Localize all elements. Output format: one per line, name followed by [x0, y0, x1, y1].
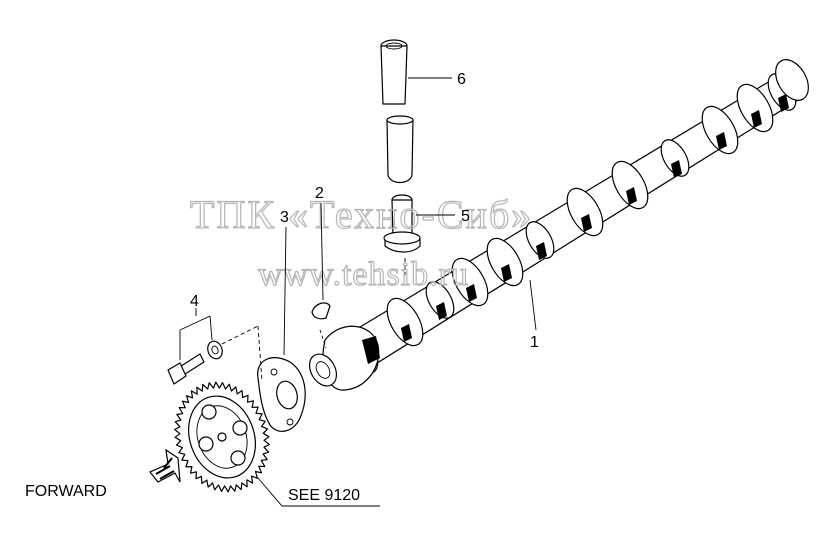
lobe-shadow [626, 187, 637, 205]
leader-see-ref [257, 477, 380, 507]
callout-1: 1 [530, 334, 539, 351]
forward-arrow-icon [149, 448, 181, 483]
camshaft-lobe [736, 83, 774, 133]
leader-3 [283, 226, 287, 356]
camshaft-gear [174, 381, 270, 493]
watermark-line-1: ТПК «Техно-Сиб» [190, 192, 533, 237]
camshaft-lobe [386, 297, 424, 347]
lobe-shadow [466, 284, 477, 302]
lobe-shadow [401, 324, 412, 342]
camshaft-lobe [451, 257, 489, 307]
leader-4 [179, 308, 213, 360]
camshaft-lobe [525, 221, 555, 259]
camshaft-lobe [660, 139, 690, 177]
camshaft-lobe [611, 160, 649, 210]
lobe-shadow [716, 132, 727, 150]
valve-tappet-lower [383, 194, 421, 275]
camshaft-lobe [566, 187, 604, 237]
lobe-shadow [536, 242, 547, 260]
lobe-shadow [751, 110, 762, 128]
callout-6: 6 [457, 71, 466, 88]
watermark-line-2: www.tehsib.ru [258, 256, 469, 293]
leader-2 [320, 202, 324, 301]
lobe-shadow [671, 160, 682, 178]
woodruff-key [311, 302, 331, 349]
callout-2: 2 [315, 185, 324, 202]
bolt-and-washer [167, 325, 263, 385]
camshaft [308, 59, 809, 391]
callout-3: 3 [280, 209, 289, 226]
callout-4: 4 [190, 293, 199, 310]
see-reference-label: SEE 9120 [288, 487, 360, 504]
thrust-plate [257, 357, 306, 432]
lobe-shadow [778, 94, 789, 112]
valve-tappet-upper [380, 39, 414, 184]
callout-5: 5 [461, 208, 470, 225]
lobe-shadow [581, 214, 592, 232]
camshaft-lobe [425, 281, 455, 319]
lobe-shadow [436, 302, 447, 320]
leader-1 [529, 279, 537, 331]
lobe-shadow [501, 264, 512, 282]
camshaft-lobe [701, 105, 739, 155]
camshaft-lobe [486, 237, 524, 287]
forward-label: FORWARD [25, 483, 107, 500]
